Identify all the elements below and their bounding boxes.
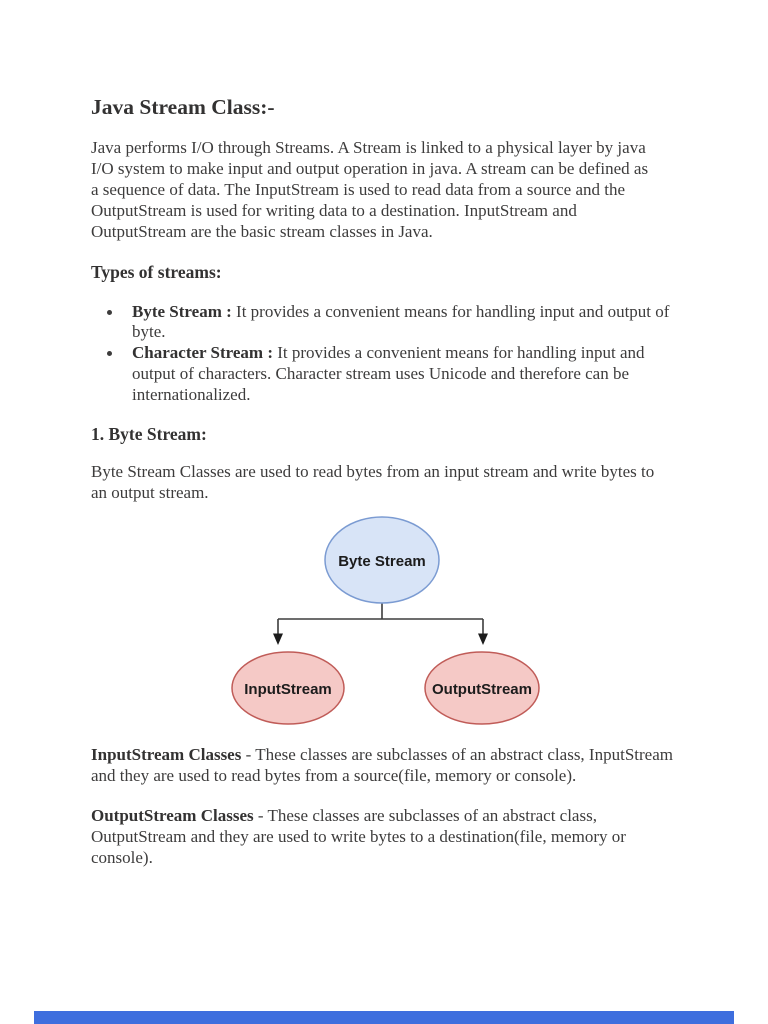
outputstream-classes-desc: - These classes are subclasses of an abs… <box>91 805 626 867</box>
bullet-icon <box>107 309 112 315</box>
intro-paragraph: Java performs I/O through Streams. A Str… <box>91 138 649 241</box>
byte-stream-section-heading: 1. Byte Stream: <box>91 424 207 445</box>
outputstream-node <box>424 651 540 725</box>
arrowhead-down-right-icon <box>478 633 488 645</box>
inputstream-classes-term: InputStream Classes <box>91 744 242 764</box>
list-item: Byte Stream : It provides a convenient m… <box>107 301 680 344</box>
diagram-canvas: Byte Stream InputStream OutputStream <box>231 516 540 725</box>
outputstream-node-label: OutputStream <box>432 681 532 698</box>
byte-stream-diagram: Byte Stream InputStream OutputStream <box>91 510 680 738</box>
byte-stream-node <box>324 516 440 604</box>
types-of-streams-heading: Types of streams: <box>91 261 222 282</box>
arrowhead-down-left-icon <box>273 633 283 645</box>
byte-stream-intro-paragraph: Byte Stream Classes are used to read byt… <box>91 462 655 502</box>
inputstream-node <box>231 651 345 725</box>
character-stream-desc: It provides a convenient means for handl… <box>132 343 645 405</box>
character-stream-term: Character Stream : <box>132 343 273 363</box>
byte-stream-desc: It provides a convenient means for handl… <box>132 301 670 342</box>
stream-types-list: Byte Stream : It provides a convenient m… <box>91 302 680 407</box>
inputstream-classes-paragraph: InputStream Classes - These classes are … <box>91 745 680 787</box>
list-item: Character Stream : It provides a conveni… <box>107 343 680 406</box>
outputstream-classes-term: OutputStream Classes <box>91 805 254 825</box>
connector-lines <box>277 602 484 634</box>
outputstream-classes-paragraph: OutputStream Classes - These classes are… <box>91 806 680 869</box>
byte-stream-term: Byte Stream : <box>132 301 232 321</box>
document-page: Java Stream Class:- Java performs I/O th… <box>91 0 680 868</box>
page-loading-bar <box>34 1011 734 1024</box>
inputstream-node-label: InputStream <box>244 681 332 698</box>
inputstream-classes-desc: - These classes are subclasses of an abs… <box>91 744 673 785</box>
page-title: Java Stream Class:- <box>91 95 275 119</box>
bullet-icon <box>107 351 112 357</box>
byte-stream-node-label: Byte Stream <box>338 553 426 570</box>
